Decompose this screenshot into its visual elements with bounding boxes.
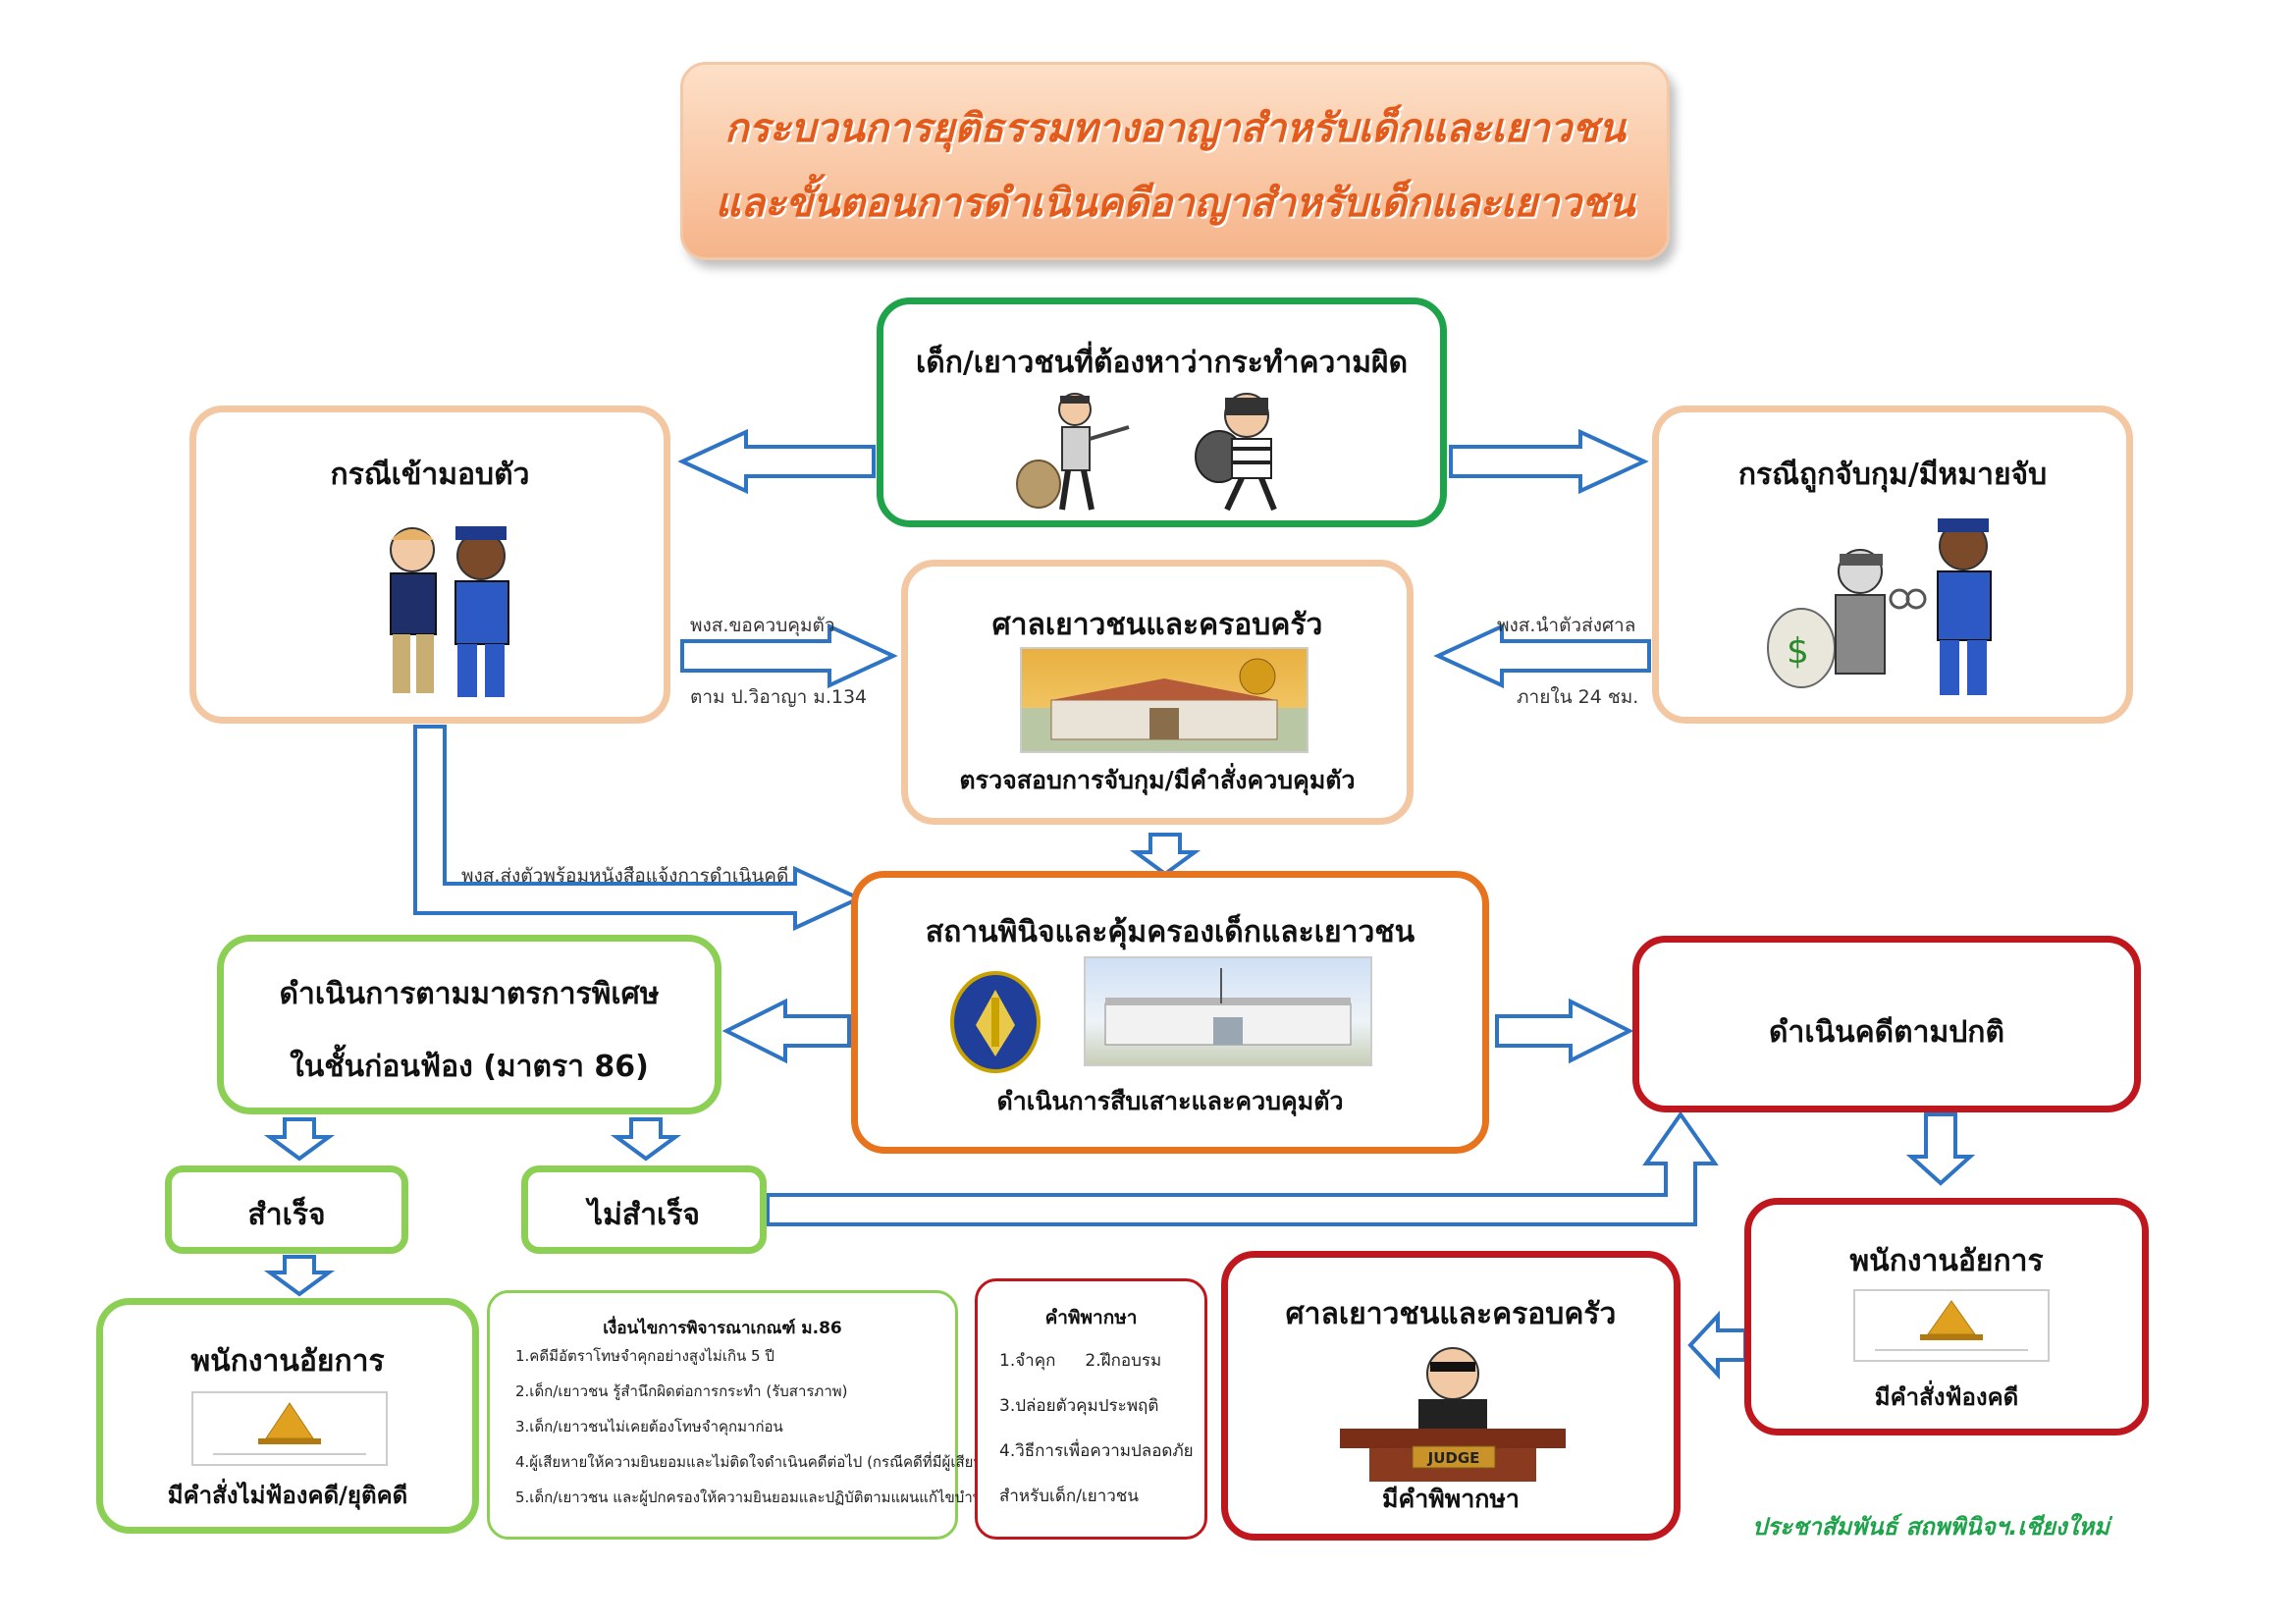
prosecutor-emblem-right bbox=[1853, 1289, 2050, 1362]
arrow-success-to-prosecutor bbox=[263, 1255, 336, 1297]
diagram-title-line-1: กระบวนการยุติธรรมทางอาญาสำหรับเด็กและเยา… bbox=[724, 106, 1626, 151]
criteria-title: เงื่อนไขการพิจารณาเกณฑ์ ม.86 bbox=[603, 1319, 842, 1338]
node-success: สำเร็จ bbox=[165, 1165, 408, 1254]
arrow-surrender-to-court bbox=[680, 623, 898, 689]
criteria-item-5: 5.เด็ก/เยาวชน และผู้ปกครองให้ความยินยอมแ… bbox=[515, 1489, 1023, 1506]
arrow-surrender-to-observation bbox=[413, 725, 864, 932]
arrow-observation-to-normal bbox=[1495, 998, 1634, 1064]
node-court-top-sublabel: ตรวจสอบการจับกุม/มีคำสั่งควบคุมตัว bbox=[959, 766, 1356, 794]
observation-building-photo bbox=[1084, 956, 1372, 1066]
department-emblem-icon bbox=[950, 971, 1041, 1073]
node-success-label: สำเร็จ bbox=[247, 1198, 326, 1232]
node-accused: เด็ก/เยาวชนที่ต้องหาว่ากระทำความผิด bbox=[877, 298, 1447, 527]
arrow-to-surrender bbox=[677, 428, 876, 495]
arrow-observation-to-special bbox=[721, 998, 851, 1064]
node-observation-center: สถานพินิจและคุ้มครองเด็กและเยาวชน ดำเนิน… bbox=[851, 871, 1489, 1154]
arrow-special-to-fail bbox=[610, 1117, 682, 1162]
criteria-box: เงื่อนไขการพิจารณาเกณฑ์ ม.86 1.คดีมีอัตร… bbox=[487, 1290, 1023, 1540]
node-arrest-label: กรณีถูกจับกุม/มีหมายจับ bbox=[1737, 458, 2048, 492]
judge-plaque-text: JUDGE bbox=[1427, 1449, 1480, 1467]
node-special-measures: ดำเนินการตามมาตรการพิเศษ ในชั้นก่อนฟ้อง … bbox=[217, 935, 721, 1114]
arrow-arrest-to-court bbox=[1433, 623, 1651, 689]
arrow-special-to-success bbox=[263, 1117, 336, 1162]
node-observation-sublabel: ดำเนินการสืบเสาะและควบคุมตัว bbox=[996, 1087, 1344, 1115]
thief-with-bag-icon bbox=[1016, 393, 1130, 511]
node-arrest: กรณีถูกจับกุม/มีหมายจับ $ bbox=[1652, 406, 2133, 724]
node-court-bottom-label: ศาลเยาวชนและครอบครัว bbox=[1285, 1297, 1617, 1331]
node-surrender: กรณีเข้ามอบตัว bbox=[189, 406, 670, 724]
edge-label-code-section: ตาม ป.วิอาญา ม.134 bbox=[690, 686, 868, 708]
edge-label-bring-to-court: พงส.นำตัวส่งศาล bbox=[1497, 615, 1636, 636]
criteria-item-2: 2.เด็ก/เยาวชน รู้สำนึกผิดต่อการกระทำ (รั… bbox=[515, 1382, 848, 1400]
node-court-top-label: ศาลเยาวชนและครอบครัว bbox=[991, 608, 1323, 642]
judgment-box: คำพิพากษา 1.จำคุก 2.ฝึกอบรม 3.ปล่อยตัวคุม… bbox=[975, 1278, 1207, 1540]
node-normal-prosecution: ดำเนินคดีตามปกติ bbox=[1632, 936, 2141, 1112]
node-surrender-label: กรณีเข้ามอบตัว bbox=[330, 458, 530, 492]
criteria-list: 1.คดีมีอัตราโทษจำคุกอย่างสูงไม่เกิน 5 ปี… bbox=[515, 1338, 1023, 1515]
judgment-item-2: 2.ฝึกอบรม bbox=[1085, 1351, 1162, 1371]
node-prosecutor-right-sublabel: มีคำสั่งฟ้องคดี bbox=[1874, 1383, 2019, 1411]
node-prosecutor-left: พนักงานอัยการ มีคำสั่งไม่ฟ้องคดี/ยุติคดี bbox=[96, 1298, 479, 1534]
node-fail-label: ไม่สำเร็จ bbox=[588, 1198, 700, 1232]
diagram-title-banner: กระบวนการยุติธรรมทางอาญาสำหรับเด็กและเยา… bbox=[680, 62, 1670, 260]
diagram-title-line-2: และขั้นตอนการดำเนินคดีอาญาสำหรับเด็กและเ… bbox=[715, 181, 1635, 226]
prosecutor-emblem-left bbox=[191, 1391, 388, 1466]
node-prosecutor-left-label: พนักงานอัยการ bbox=[190, 1344, 385, 1379]
court-building-photo bbox=[1020, 647, 1308, 753]
man-with-policeman-icon bbox=[390, 526, 509, 697]
node-observation-label: สถานพินิจและคุ้มครองเด็กและเยาวชน bbox=[925, 915, 1415, 949]
edge-label-send-with-letter: พงส.ส่งตัวพร้อมหนังสือแจ้งการดำเนินคดี bbox=[461, 865, 789, 887]
attorney-emblem-icon bbox=[1875, 1300, 2028, 1351]
node-accused-label: เด็ก/เยาวชนที่ต้องหาว่ากระทำความผิด bbox=[915, 346, 1409, 380]
arrest-handcuffs-icon: $ bbox=[1767, 518, 1992, 695]
criteria-item-4: 4.ผู้เสียหายให้ความยินยอมและไม่ติดใจดำเน… bbox=[515, 1453, 1006, 1471]
judgment-item-1: 1.จำคุก bbox=[999, 1351, 1056, 1371]
judgment-item-3: 3.ปล่อยตัวคุมประพฤติ bbox=[999, 1396, 1159, 1416]
node-special-line-2: ในชั้นก่อนฟ้อง (มาตรา 86) bbox=[290, 1050, 649, 1084]
svg-text:$: $ bbox=[1787, 631, 1809, 672]
burglar-icon bbox=[1195, 393, 1277, 512]
judge-icon: JUDGE bbox=[1340, 1347, 1566, 1482]
node-prosecutor-right-label: พนักงานอัยการ bbox=[1849, 1244, 2044, 1278]
node-prosecutor-right: พนักงานอัยการ มีคำสั่งฟ้องคดี bbox=[1744, 1198, 2149, 1435]
node-court-bottom-sublabel: มีคำพิพากษา bbox=[1382, 1485, 1520, 1513]
edge-label-request-custody: พงส.ขอควบคุมตัว bbox=[690, 615, 835, 636]
arrow-court-to-observation bbox=[1129, 833, 1201, 877]
arrow-fail-to-normal bbox=[766, 1110, 1719, 1226]
arrow-to-arrest bbox=[1449, 428, 1649, 495]
node-court-top: ศาลเยาวชนและครอบครัว ตรวจสอบการจับกุม/มี… bbox=[901, 560, 1414, 825]
footer-credit: ประชาสัมพันธ์ สถพพินิจฯ.เชียงใหม่ bbox=[1752, 1513, 2109, 1541]
judgment-item-5: สำหรับเด็ก/เยาวชน bbox=[999, 1487, 1139, 1506]
node-prosecutor-left-sublabel: มีคำสั่งไม่ฟ้องคดี/ยุติคดี bbox=[167, 1482, 408, 1509]
criteria-item-1: 1.คดีมีอัตราโทษจำคุกอย่างสูงไม่เกิน 5 ปี bbox=[515, 1347, 774, 1365]
attorney-emblem-icon bbox=[213, 1402, 366, 1455]
node-court-bottom: ศาลเยาวชนและครอบครัว JUDGE มีคำพิพากษา bbox=[1221, 1251, 1681, 1541]
node-fail: ไม่สำเร็จ bbox=[521, 1165, 767, 1254]
judgment-item-4: 4.วิธีการเพื่อความปลอดภัย bbox=[999, 1441, 1194, 1461]
court-building-icon bbox=[1022, 658, 1307, 751]
node-normal-label: ดำเนินคดีตามปกติ bbox=[1769, 1015, 2004, 1050]
arrow-prosecutor-to-court bbox=[1687, 1310, 1747, 1380]
observation-building-icon bbox=[1104, 968, 1352, 1046]
judgment-title: คำพิพากษา bbox=[1044, 1307, 1138, 1328]
arrow-normal-to-prosecutor bbox=[1905, 1112, 1976, 1186]
node-special-line-1: ดำเนินการตามมาตรการพิเศษ bbox=[279, 977, 660, 1011]
criteria-item-3: 3.เด็ก/เยาวชนไม่เคยต้องโทษจำคุกมาก่อน bbox=[515, 1418, 783, 1435]
judgment-list: 1.จำคุก 2.ฝึกอบรม 3.ปล่อยตัวคุมประพฤติ 4.… bbox=[999, 1338, 1194, 1519]
edge-label-within-24h: ภายใน 24 ชม. bbox=[1517, 686, 1639, 708]
